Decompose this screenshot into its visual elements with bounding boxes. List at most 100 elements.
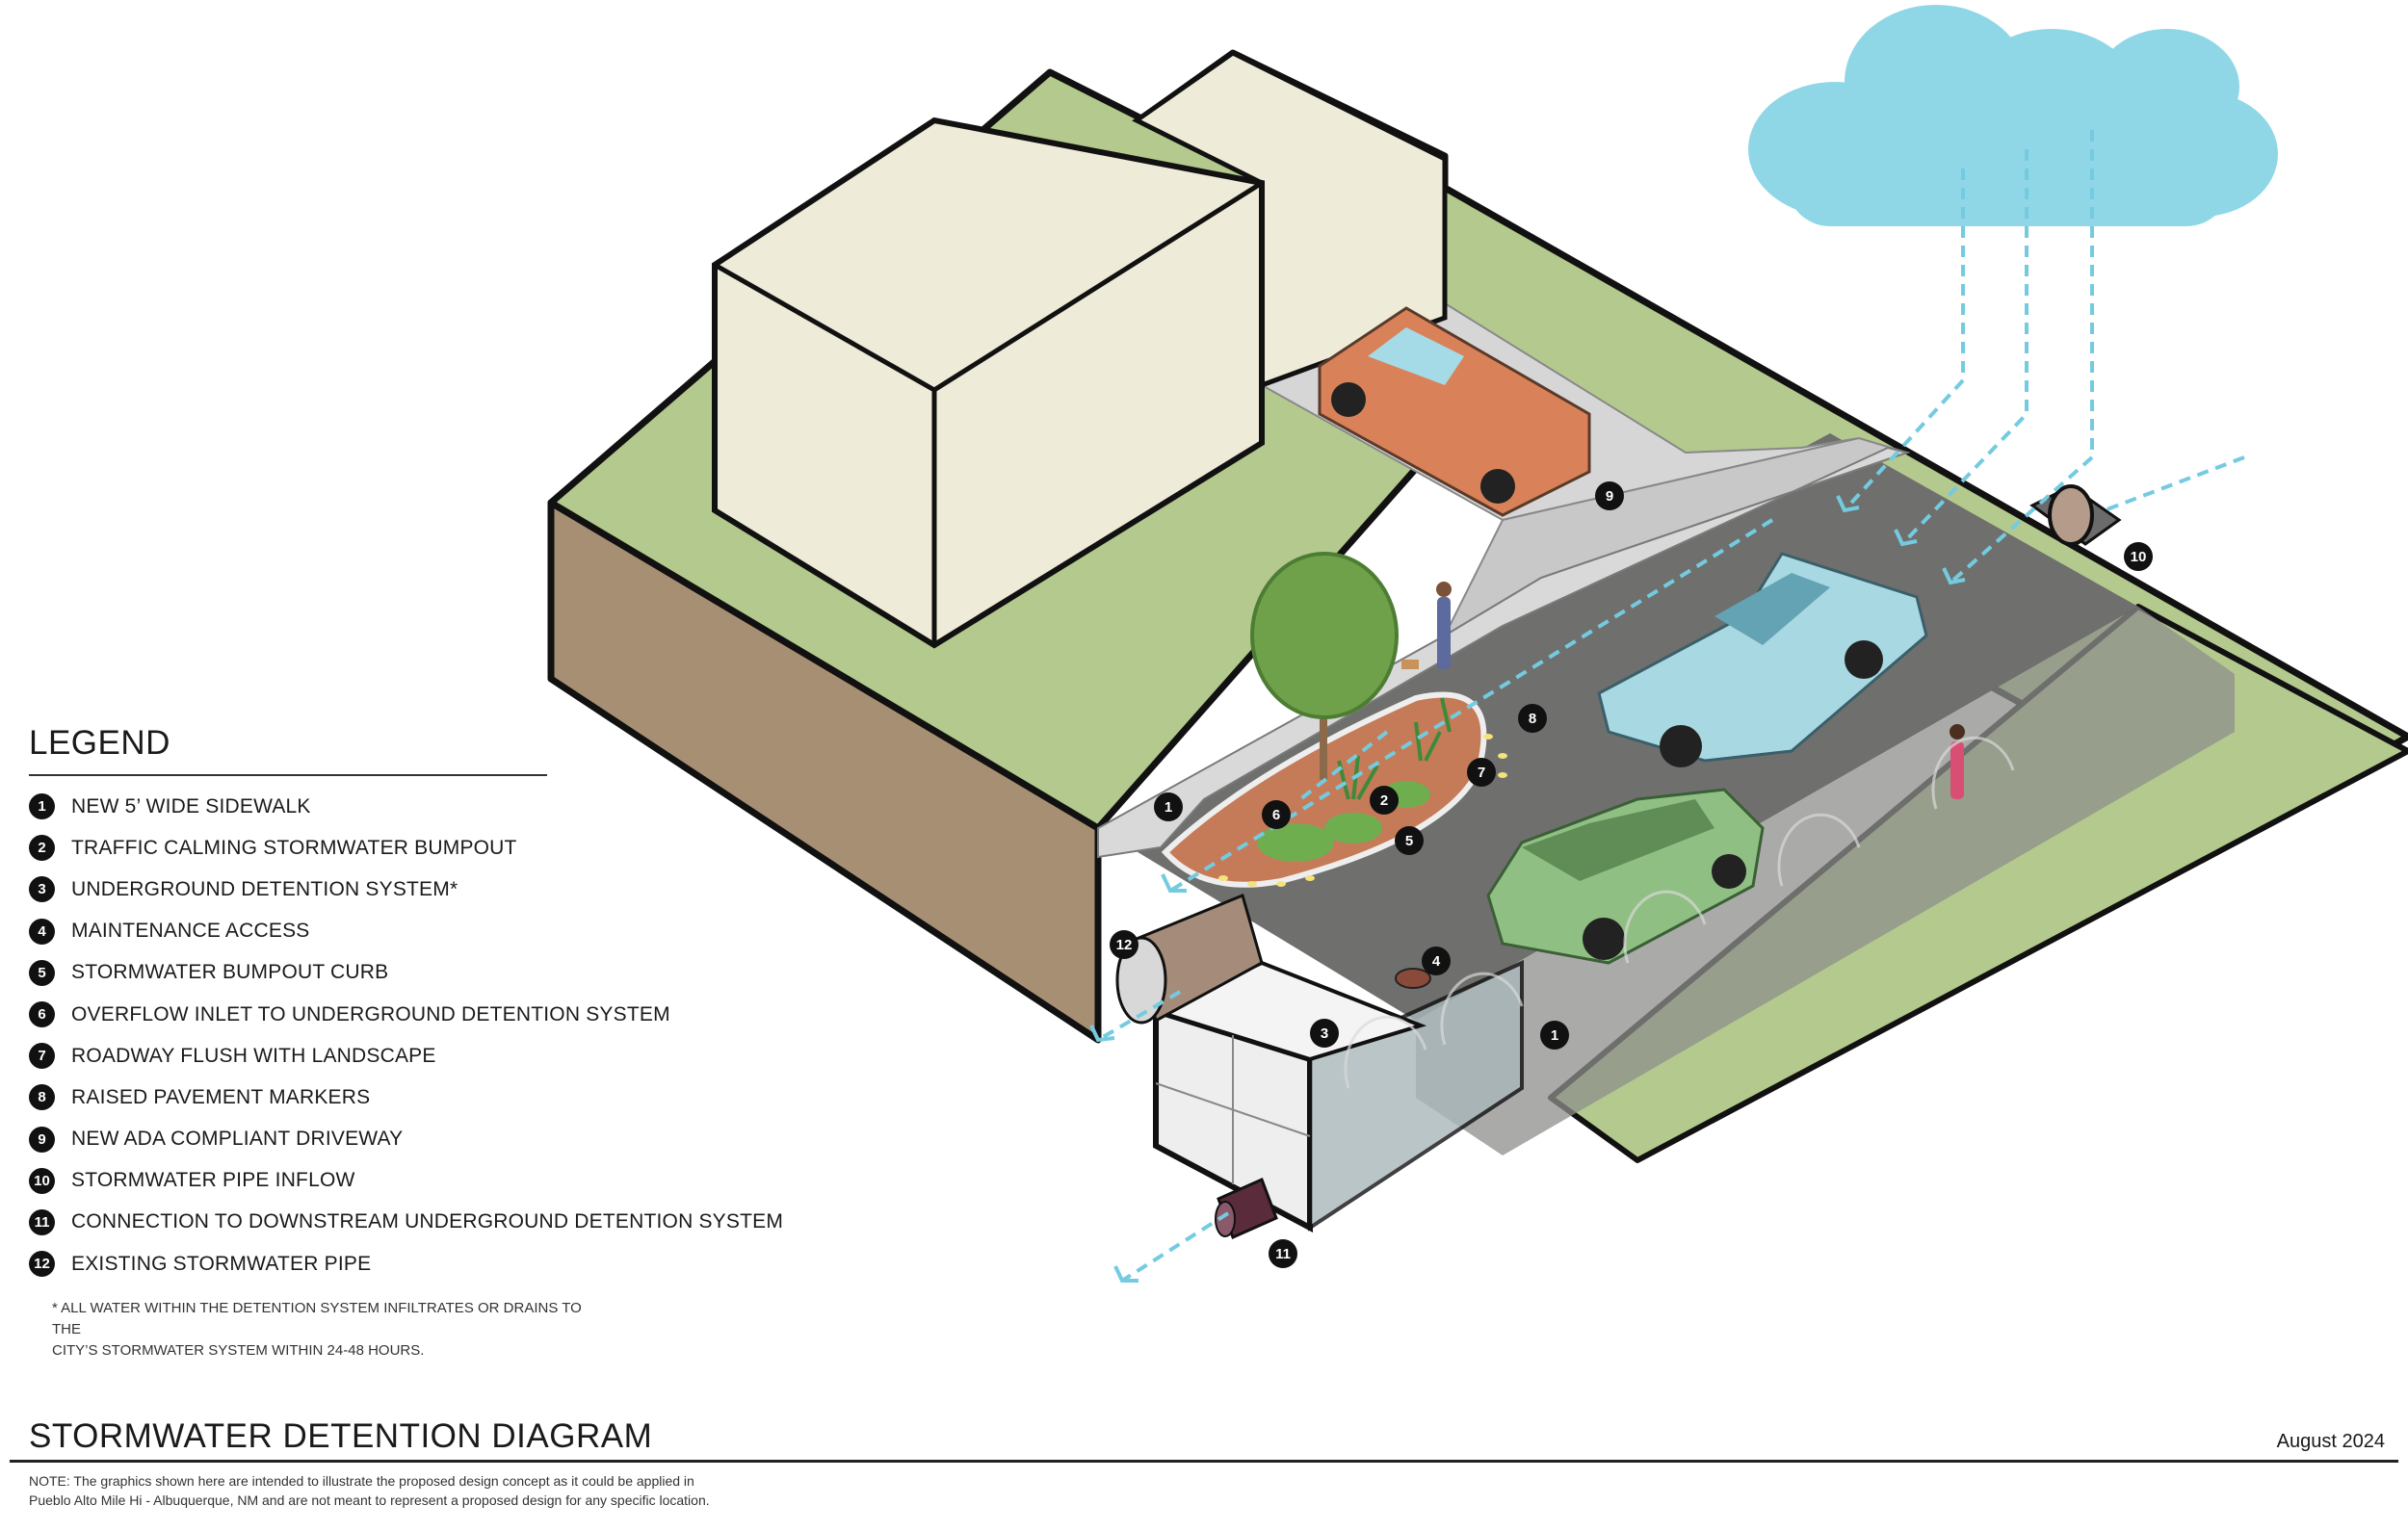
svg-text:1: 1 bbox=[1551, 1027, 1558, 1044]
legend-item: 5 STORMWATER BUMPOUT CURB bbox=[29, 952, 547, 994]
legend-label: MAINTENANCE ACCESS bbox=[71, 920, 310, 943]
disclaimer-note: NOTE: The graphics shown here are intend… bbox=[29, 1471, 896, 1510]
callout-pavement-markers: 8 bbox=[1518, 704, 1547, 733]
legend-item: 6 OVERFLOW INLET TO UNDERGROUND DETENTION… bbox=[29, 994, 670, 1035]
legend-number: 10 bbox=[29, 1167, 55, 1194]
legend-item: 8 RAISED PAVEMENT MARKERS bbox=[29, 1077, 547, 1118]
detention-chambers bbox=[1344, 736, 2015, 1089]
legend-number: 12 bbox=[29, 1251, 55, 1278]
legend-number: 6 bbox=[29, 1001, 55, 1028]
orange-pickup-truck bbox=[1318, 306, 1591, 517]
svg-text:3: 3 bbox=[1321, 1025, 1328, 1042]
tree-canopy bbox=[1250, 552, 1399, 719]
roadway-cutaway bbox=[1416, 607, 2235, 1155]
legend-label: STORMWATER PIPE INFLOW bbox=[71, 1169, 355, 1192]
legend-number: 7 bbox=[29, 1043, 55, 1070]
flow-arrowheads bbox=[1089, 495, 1966, 1283]
legend-number: 1 bbox=[29, 793, 55, 820]
legend-label: NEW ADA COMPLIANT DRIVEWAY bbox=[71, 1128, 404, 1151]
legend-item: 2 TRAFFIC CALMING STORMWATER BUMPOUT bbox=[29, 827, 547, 869]
callout-sidewalk: 1 bbox=[1154, 792, 1183, 821]
legend-label: CONNECTION TO DOWNSTREAM UNDERGROUND DET… bbox=[71, 1210, 784, 1233]
legend-item: 7 ROADWAY FLUSH WITH LANDSCAPE bbox=[29, 1035, 547, 1077]
raised-pavement-markers bbox=[1218, 734, 1507, 887]
legend-number: 11 bbox=[29, 1208, 55, 1235]
legend-label: STORMWATER BUMPOUT CURB bbox=[71, 961, 389, 984]
legend-number: 2 bbox=[29, 835, 55, 862]
svg-text:4: 4 bbox=[1432, 953, 1441, 970]
callout-bumpout-curb: 5 bbox=[1395, 826, 1424, 855]
legend-item: 11 CONNECTION TO DOWNSTREAM UNDERGROUND D… bbox=[29, 1202, 783, 1243]
legend-list: 1 NEW 5’ WIDE SIDEWALK 2 TRAFFIC CALMING S… bbox=[29, 786, 783, 1284]
legend-number: 3 bbox=[29, 876, 55, 903]
pedestrian bbox=[1437, 597, 1451, 669]
svg-text:8: 8 bbox=[1529, 711, 1536, 727]
callout-detention-system: 3 bbox=[1310, 1019, 1339, 1048]
note-line: NOTE: The graphics shown here are intend… bbox=[29, 1473, 694, 1489]
maintenance-access-cover bbox=[1395, 968, 1431, 989]
svg-text:10: 10 bbox=[2131, 549, 2147, 565]
callout-downstream-connection: 11 bbox=[1269, 1239, 1297, 1268]
bumpout-shrub bbox=[1257, 823, 1334, 862]
legend-footnote: * ALL WATER WITHIN THE DETENTION SYSTEM … bbox=[29, 1298, 591, 1362]
diagram-title: STORMWATER DETENTION DIAGRAM bbox=[29, 1417, 653, 1455]
callout-sidewalk-far: 1 bbox=[1540, 1021, 1569, 1050]
pedestrian-head bbox=[1436, 582, 1452, 597]
legend-label: TRAFFIC CALMING STORMWATER BUMPOUT bbox=[71, 836, 517, 859]
bumpout-shrub bbox=[1324, 813, 1382, 843]
callout-existing-pipe: 12 bbox=[1110, 930, 1139, 959]
svg-text:7: 7 bbox=[1478, 765, 1485, 781]
svg-text:11: 11 bbox=[1275, 1246, 1291, 1262]
svg-text:12: 12 bbox=[1116, 937, 1133, 953]
footer-divider bbox=[10, 1460, 2398, 1463]
house-front bbox=[712, 117, 1265, 649]
legend-number: 9 bbox=[29, 1126, 55, 1153]
svg-text:6: 6 bbox=[1272, 807, 1280, 823]
legend-item: 9 NEW ADA COMPLIANT DRIVEWAY bbox=[29, 1119, 547, 1160]
footnote-line: CITY’S STORMWATER SYSTEM WITHIN 24-48 HO… bbox=[52, 1342, 425, 1360]
legend-title: LEGEND bbox=[29, 724, 170, 762]
legend-label: NEW 5’ WIDE SIDEWALK bbox=[71, 794, 311, 817]
svg-text:1: 1 bbox=[1165, 799, 1172, 816]
svg-text:5: 5 bbox=[1405, 833, 1413, 849]
legend-label: OVERFLOW INLET TO UNDERGROUND DETENTION … bbox=[71, 1002, 670, 1025]
legend-item: 12 EXISTING STORMWATER PIPE bbox=[29, 1243, 547, 1284]
downstream-connection-pipe bbox=[1215, 1177, 1278, 1240]
legend-number: 5 bbox=[29, 959, 55, 986]
blue-pickup-truck bbox=[1597, 552, 1928, 767]
legend-label: EXISTING STORMWATER PIPE bbox=[71, 1252, 372, 1275]
green-suv bbox=[1486, 788, 1765, 965]
svg-text:2: 2 bbox=[1380, 792, 1388, 809]
legend-label: UNDERGROUND DETENTION SYSTEM* bbox=[71, 877, 458, 900]
stormwater-inflow-pipe bbox=[2029, 484, 2122, 546]
callout-inflow-pipe: 10 bbox=[2124, 542, 2153, 571]
callout-roadway-flush: 7 bbox=[1467, 758, 1496, 787]
detention-box-line bbox=[1155, 1082, 1311, 1137]
legend-label: ROADWAY FLUSH WITH LANDSCAPE bbox=[71, 1044, 436, 1067]
svg-text:9: 9 bbox=[1606, 488, 1613, 505]
legend-number: 8 bbox=[29, 1084, 55, 1111]
legend-label: RAISED PAVEMENT MARKERS bbox=[71, 1085, 371, 1108]
rain-cloud bbox=[1748, 5, 2278, 226]
callout-maintenance-access: 4 bbox=[1422, 947, 1451, 975]
tree-trunk bbox=[1320, 674, 1327, 780]
existing-stormwater-pipe bbox=[1115, 893, 1264, 1025]
callout-overflow-inlet: 6 bbox=[1262, 800, 1291, 829]
dog bbox=[1401, 660, 1419, 669]
legend-divider bbox=[29, 774, 547, 776]
pedestrian bbox=[1950, 741, 1964, 799]
water-flow-arrows bbox=[1096, 130, 2245, 1283]
legend-item: 1 NEW 5’ WIDE SIDEWALK bbox=[29, 786, 547, 827]
legend-item: 10 STORMWATER PIPE INFLOW bbox=[29, 1160, 547, 1202]
callout-driveway: 9 bbox=[1595, 481, 1624, 510]
legend: LEGEND 1 NEW 5’ WIDE SIDEWALK 2 TRAFFIC CA… bbox=[29, 724, 783, 1362]
callout-bumpout: 2 bbox=[1370, 786, 1399, 815]
note-line: Pueblo Alto Mile Hi - Albuquerque, NM an… bbox=[29, 1492, 710, 1508]
legend-number: 4 bbox=[29, 918, 55, 945]
footnote-line: * ALL WATER WITHIN THE DETENTION SYSTEM … bbox=[52, 1300, 582, 1338]
legend-item: 4 MAINTENANCE ACCESS bbox=[29, 911, 547, 952]
legend-item: 3 UNDERGROUND DETENTION SYSTEM* bbox=[29, 869, 547, 910]
pedestrian-head bbox=[1950, 724, 1965, 740]
diagram-date: August 2024 bbox=[2276, 1431, 2385, 1452]
